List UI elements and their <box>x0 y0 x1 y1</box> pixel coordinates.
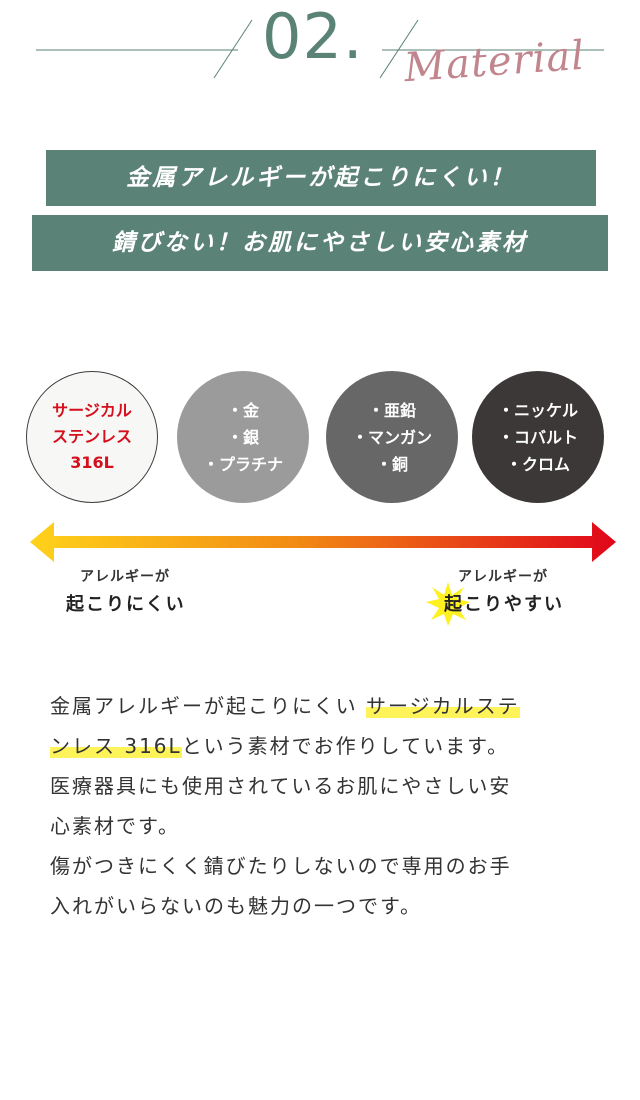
scale-left-small: アレルギーが <box>80 569 170 585</box>
circle-line: ・プラチナ <box>202 454 283 474</box>
headline-banner-1: 金属アレルギーが起こりにくい！ <box>46 150 596 206</box>
desc-text: 金属アレルギーが起こりにくい <box>50 694 366 718</box>
desc-text: 入れがいらないのも魅力の一つです。 <box>50 894 422 918</box>
scale-right-small: アレルギーが <box>458 569 548 585</box>
section-number: 02. <box>262 0 364 73</box>
circle-line: ステンレス <box>51 427 132 446</box>
circle-line: ・クロム <box>505 454 570 474</box>
desc-highlight: サージカルステ <box>365 694 520 718</box>
circle-line: ・マンガン <box>351 427 432 447</box>
circle-line: ・金 <box>226 400 259 420</box>
circle-line: ・銅 <box>375 454 408 474</box>
material-description: 金属アレルギーが起こりにくい サージカルステ ンレス 316Lという素材でお作り… <box>50 686 610 926</box>
circle-line: ・銀 <box>226 427 259 447</box>
circle-line: 316L <box>70 453 114 472</box>
circle-line: ・ニッケル <box>497 400 578 420</box>
desc-text: という素材でお作りしています。 <box>181 734 510 758</box>
headline-banner-2: 錆びない！お肌にやさしい安心素材 <box>32 215 608 271</box>
allergy-scale-arrow-icon <box>30 522 616 562</box>
scale-right-big: 起こりやすい <box>444 594 564 615</box>
desc-text: 傷がつきにくく錆びたりしないので専用のお手 <box>50 854 512 878</box>
desc-text: 心素材です。 <box>50 814 180 838</box>
header-lines <box>36 19 604 79</box>
circle-line: サージカル <box>52 401 132 420</box>
circle-line: ・亜鉛 <box>367 400 416 420</box>
circle-line: ・コバルト <box>497 427 578 447</box>
section-title-script: Material <box>402 32 587 92</box>
scale-left-big: 起こりにくい <box>66 594 186 615</box>
desc-highlight: ンレス 316L <box>50 734 182 758</box>
desc-text: 医療器具にも使用されているお肌にやさしい安 <box>50 774 512 798</box>
metal-circle-base: ・亜鉛 ・マンガン ・銅 <box>326 371 458 503</box>
metal-circle-surgical-steel: サージカル ステンレス 316L <box>26 371 158 503</box>
metal-circle-precious: ・金 ・銀 ・プラチナ <box>177 371 309 503</box>
burst-star-icon <box>426 582 470 626</box>
metal-circle-allergenic: ・ニッケル ・コバルト ・クロム <box>472 371 604 503</box>
